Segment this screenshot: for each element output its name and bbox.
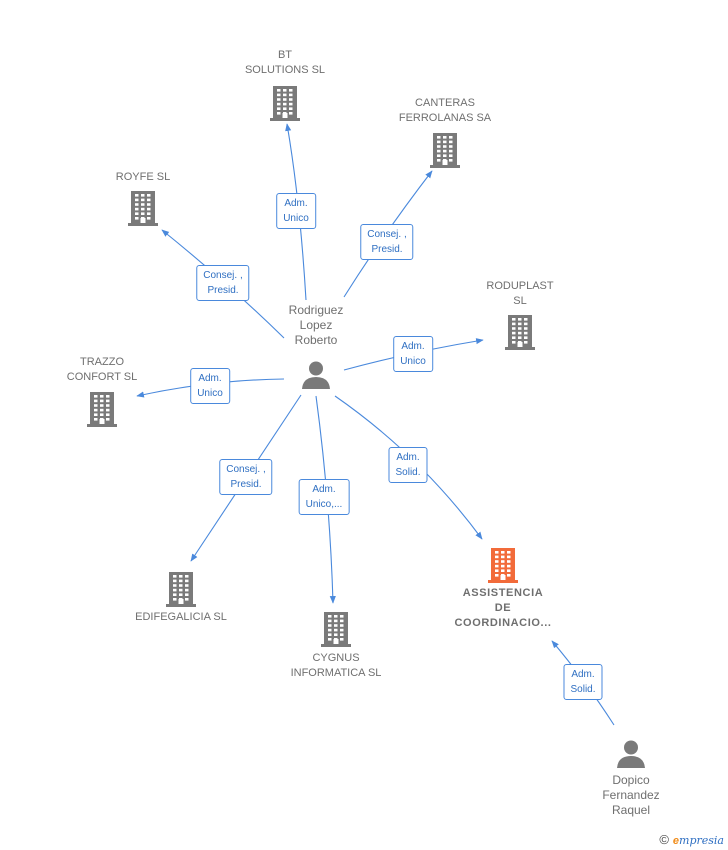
node-label-line: Rodriguez [288,303,344,317]
building-icon[interactable] [128,190,158,231]
brand-name: mpresia [679,834,724,847]
edge-label-bt[interactable]: Adm. Unico [276,193,316,229]
edge-label-cygnus[interactable]: Adm. Unico,... [298,479,350,515]
edge-label-line: Unico [197,388,223,399]
node-label-line: CONFORT SL [66,371,138,383]
node-label-line: COORDINACIO... [454,617,552,629]
building-icon[interactable] [166,571,196,612]
node-label-line: CANTERAS [415,97,475,109]
person-icon[interactable] [616,739,646,774]
node-label-line: BT [277,49,293,61]
node-label-line: Dopico [612,773,650,787]
edge-label-line: Unico,... [305,499,343,510]
edge-label-line: Presid. [371,244,403,255]
node-label-canteras[interactable]: CANTERAS FERROLANAS SA [399,96,491,126]
edge-label-line: Presid. [207,285,239,296]
node-label-line: Lopez [299,318,333,332]
building-icon[interactable] [87,391,117,432]
edge-label-line: Adm. [571,669,595,680]
edge-label-line: Solid. [395,467,421,478]
node-label-line: Roberto [294,333,338,347]
edge-label-line: Adm. [396,452,420,463]
node-label-line: TRAZZO [80,356,124,368]
edge-label-line: Adm. [312,484,336,495]
node-label-line: Raquel [611,803,651,817]
edge-label-canteras[interactable]: Consej. , Presid. [360,224,414,260]
node-label-bt[interactable]: BT SOLUTIONS SL [245,48,325,78]
node-label-cygnus[interactable]: CYGNUS INFORMATICA SL [291,651,382,681]
building-icon[interactable] [321,611,351,652]
node-label-line: RODUPLAST [486,280,554,292]
edge-label-line: Consej. , [203,270,243,281]
edge-label-line: Presid. [230,479,262,490]
person-icon[interactable] [301,360,331,395]
node-label-line: Fernandez [602,788,660,802]
building-icon[interactable] [270,85,300,126]
edge-label-asistencia[interactable]: Adm. Solid. [388,447,428,483]
edge-label-royfe[interactable]: Consej. , Presid. [196,265,250,301]
edge-label-trazzo[interactable]: Adm. Unico [190,368,230,404]
edge-label-line: Consej. , [226,464,266,475]
edge-label-line: Consej. , [367,229,407,240]
node-label-royfe[interactable]: ROYFE SL [116,170,170,185]
edge-label-line: Solid. [570,684,596,695]
node-label-line: ROYFE SL [115,171,171,183]
edge-label-edifegalicia[interactable]: Consej. , Presid. [219,459,273,495]
building-icon[interactable] [505,314,535,355]
copyright-symbol: © [659,832,669,847]
building-icon[interactable] [488,547,518,588]
node-label-trazzo[interactable]: TRAZZO CONFORT SL [67,355,138,385]
node-label-line: DE [494,602,512,614]
node-label-line: FERROLANAS SA [398,112,492,124]
edge-label-line: Adm. [401,341,425,352]
footer-brand[interactable]: ©empresia [659,832,724,847]
node-label-edifegalicia[interactable]: EDIFEGALICIA SL [135,610,227,625]
edge-label-asistencia[interactable]: Adm. Solid. [563,664,603,700]
node-label-line: ASSISTENCIA [462,587,544,599]
edge-label-line: Unico [283,213,309,224]
edge-label-roduplast[interactable]: Adm. Unico [393,336,433,372]
node-label-line: CYGNUS [312,652,360,664]
node-label-line: EDIFEGALICIA SL [135,611,227,623]
edge-label-line: Unico [400,356,426,367]
node-label-asistencia[interactable]: ASSISTENCIA DE COORDINACIO... [454,586,551,631]
node-label-line: SOLUTIONS SL [244,64,326,76]
brand-initial: e [672,835,680,847]
building-icon[interactable] [430,132,460,173]
edge-label-line: Adm. [284,198,308,209]
node-label-line: INFORMATICA SL [290,667,382,679]
node-label-line: SL [513,295,527,307]
node-label-roduplast[interactable]: RODUPLAST SL [486,279,553,309]
edge-label-line: Adm. [198,373,222,384]
